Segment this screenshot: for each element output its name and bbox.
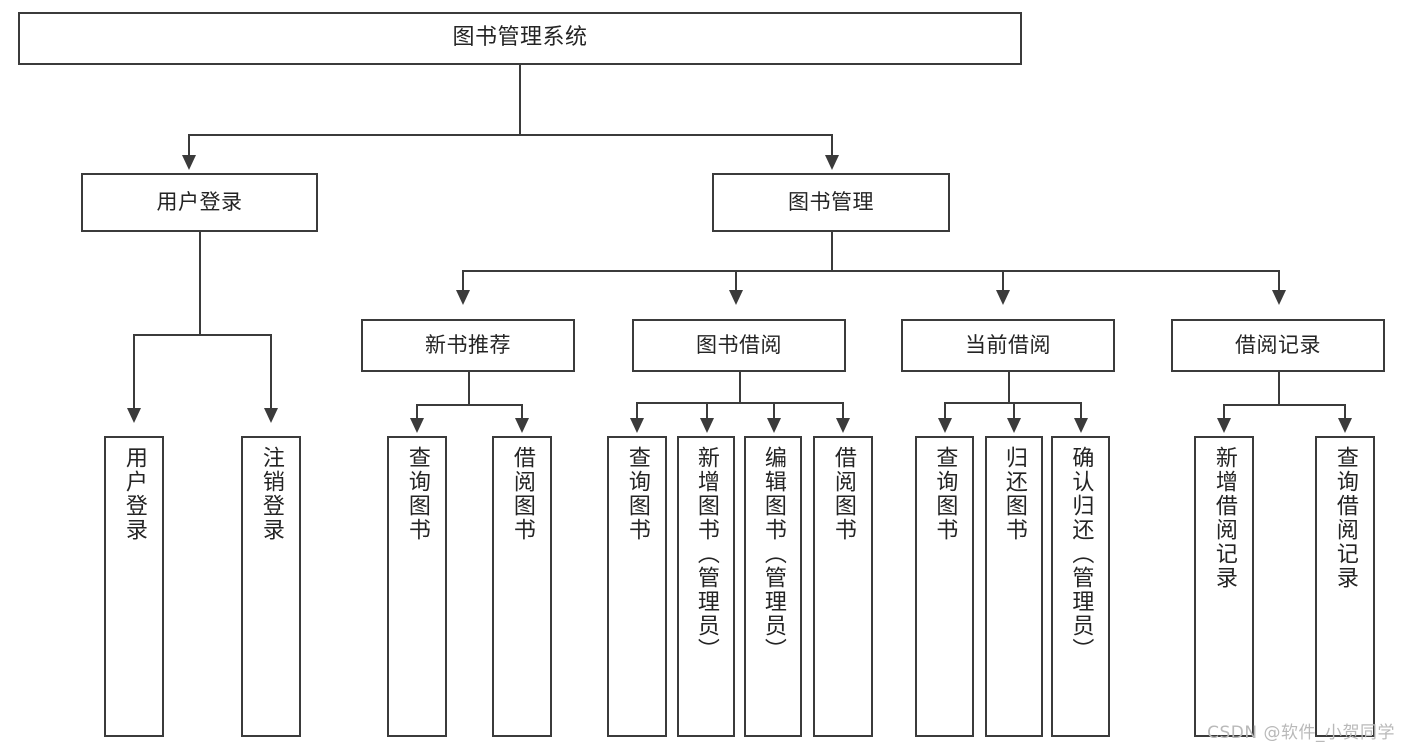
connector-book-manage-to-borrow-record — [1278, 270, 1280, 292]
leaf-query-book-1-label: 查询图书 — [404, 446, 430, 542]
connector-current-borrow-stem — [1008, 372, 1010, 404]
connector-borrow-record-to-leaf2 — [1344, 404, 1346, 420]
leaf-query-book-2-label: 查询图书 — [624, 446, 650, 542]
connector-root-bus — [188, 134, 833, 136]
connector-book-manage-to-book-borrow — [735, 270, 737, 292]
connector-user-login-to-leaf1 — [133, 334, 135, 410]
arrow-root-to-user-login — [182, 155, 196, 170]
leaf-query-book-1[interactable]: 查询图书 — [387, 436, 447, 737]
arrow-user-login-to-leaf1 — [127, 408, 141, 423]
leaf-add-book-label: 新增图书（管理员） — [693, 446, 719, 662]
leaf-borrow-book-2-label: 借阅图书 — [830, 446, 856, 542]
connector-book-manage-bus — [462, 270, 1280, 272]
connector-new-book-rec-to-leaf1 — [416, 404, 418, 420]
leaf-add-borrow-record-label: 新增借阅记录 — [1211, 446, 1237, 590]
node-borrow-record-label: 借阅记录 — [1235, 332, 1321, 357]
arrow-book-manage-to-book-borrow — [729, 290, 743, 305]
leaf-edit-book[interactable]: 编辑图书（管理员） — [744, 436, 802, 737]
connector-user-login-bus — [133, 334, 271, 336]
node-new-book-recommend[interactable]: 新书推荐 — [361, 319, 575, 372]
leaf-add-book[interactable]: 新增图书（管理员） — [677, 436, 735, 737]
leaf-add-borrow-record[interactable]: 新增借阅记录 — [1194, 436, 1254, 737]
connector-book-manage-to-current-borrow — [1002, 270, 1004, 292]
arrow-book-borrow-to-leaf3 — [767, 418, 781, 433]
connector-borrow-record-stem — [1278, 372, 1280, 406]
leaf-return-book[interactable]: 归还图书 — [985, 436, 1043, 737]
connector-current-borrow-to-leaf3 — [1080, 402, 1082, 420]
arrow-book-manage-to-borrow-record — [1272, 290, 1286, 305]
leaf-edit-book-label: 编辑图书（管理员） — [760, 446, 786, 662]
arrow-new-book-rec-to-leaf2 — [515, 418, 529, 433]
connector-book-borrow-to-leaf4 — [842, 402, 844, 420]
leaf-logout[interactable]: 注销登录 — [241, 436, 301, 737]
connector-borrow-record-to-leaf1 — [1223, 404, 1225, 420]
leaf-logout-label: 注销登录 — [258, 446, 284, 542]
arrow-book-borrow-to-leaf2 — [700, 418, 714, 433]
leaf-user-login-label: 用户登录 — [121, 446, 147, 542]
connector-book-manage-stem — [831, 232, 833, 272]
node-user-login-label: 用户登录 — [156, 189, 243, 214]
arrow-book-manage-to-current-borrow — [996, 290, 1010, 305]
node-root-system-label: 图书管理系统 — [452, 25, 588, 51]
connector-borrow-record-bus — [1223, 404, 1345, 406]
connector-current-borrow-to-leaf2 — [1013, 402, 1015, 420]
connector-book-borrow-to-leaf1 — [636, 402, 638, 420]
leaf-query-book-2[interactable]: 查询图书 — [607, 436, 667, 737]
node-book-borrow[interactable]: 图书借阅 — [632, 319, 846, 372]
arrow-book-manage-to-new-book-rec — [456, 290, 470, 305]
connector-user-login-stem — [199, 232, 201, 336]
leaf-query-borrow-record[interactable]: 查询借阅记录 — [1315, 436, 1375, 737]
connector-book-manage-to-new-book-rec — [462, 270, 464, 292]
arrow-user-login-to-leaf2 — [264, 408, 278, 423]
connector-new-book-rec-bus — [416, 404, 522, 406]
connector-new-book-rec-stem — [468, 372, 470, 406]
arrow-book-borrow-to-leaf1 — [630, 418, 644, 433]
connector-root-stem — [519, 65, 521, 135]
leaf-user-login[interactable]: 用户登录 — [104, 436, 164, 737]
arrow-borrow-record-to-leaf2 — [1338, 418, 1352, 433]
node-new-book-recommend-label: 新书推荐 — [425, 332, 511, 357]
arrow-borrow-record-to-leaf1 — [1217, 418, 1231, 433]
leaf-query-borrow-record-label: 查询借阅记录 — [1332, 446, 1358, 590]
leaf-query-book-3[interactable]: 查询图书 — [915, 436, 974, 737]
leaf-borrow-book-1-label: 借阅图书 — [509, 446, 535, 542]
node-root-system[interactable]: 图书管理系统 — [18, 12, 1022, 65]
connector-book-borrow-to-leaf2 — [706, 402, 708, 420]
connector-book-borrow-bus — [636, 402, 844, 404]
connector-current-borrow-bus — [944, 402, 1081, 404]
connector-root-to-user-login — [188, 134, 190, 159]
node-current-borrow-label: 当前借阅 — [965, 332, 1051, 357]
leaf-borrow-book-2[interactable]: 借阅图书 — [813, 436, 873, 737]
connector-new-book-rec-to-leaf2 — [521, 404, 523, 420]
leaf-borrow-book-1[interactable]: 借阅图书 — [492, 436, 552, 737]
arrow-book-borrow-to-leaf4 — [836, 418, 850, 433]
arrow-current-borrow-to-leaf2 — [1007, 418, 1021, 433]
arrow-new-book-rec-to-leaf1 — [410, 418, 424, 433]
leaf-confirm-return[interactable]: 确认归还（管理员） — [1051, 436, 1110, 737]
arrow-current-borrow-to-leaf1 — [938, 418, 952, 433]
arrow-current-borrow-to-leaf3 — [1074, 418, 1088, 433]
connector-user-login-to-leaf2 — [270, 334, 272, 410]
leaf-confirm-return-label: 确认归还（管理员） — [1068, 446, 1094, 662]
node-book-manage[interactable]: 图书管理 — [712, 173, 950, 232]
connector-root-to-book-manage — [831, 134, 833, 159]
node-book-manage-label: 图书管理 — [788, 189, 874, 214]
node-user-login[interactable]: 用户登录 — [81, 173, 318, 232]
connector-current-borrow-to-leaf1 — [944, 402, 946, 420]
node-book-borrow-label: 图书借阅 — [696, 332, 782, 357]
connector-book-borrow-stem — [739, 372, 741, 404]
leaf-query-book-3-label: 查询图书 — [932, 446, 958, 542]
arrow-root-to-book-manage — [825, 155, 839, 170]
node-current-borrow[interactable]: 当前借阅 — [901, 319, 1115, 372]
connector-book-borrow-to-leaf3 — [773, 402, 775, 420]
leaf-return-book-label: 归还图书 — [1001, 446, 1027, 542]
node-borrow-record[interactable]: 借阅记录 — [1171, 319, 1385, 372]
